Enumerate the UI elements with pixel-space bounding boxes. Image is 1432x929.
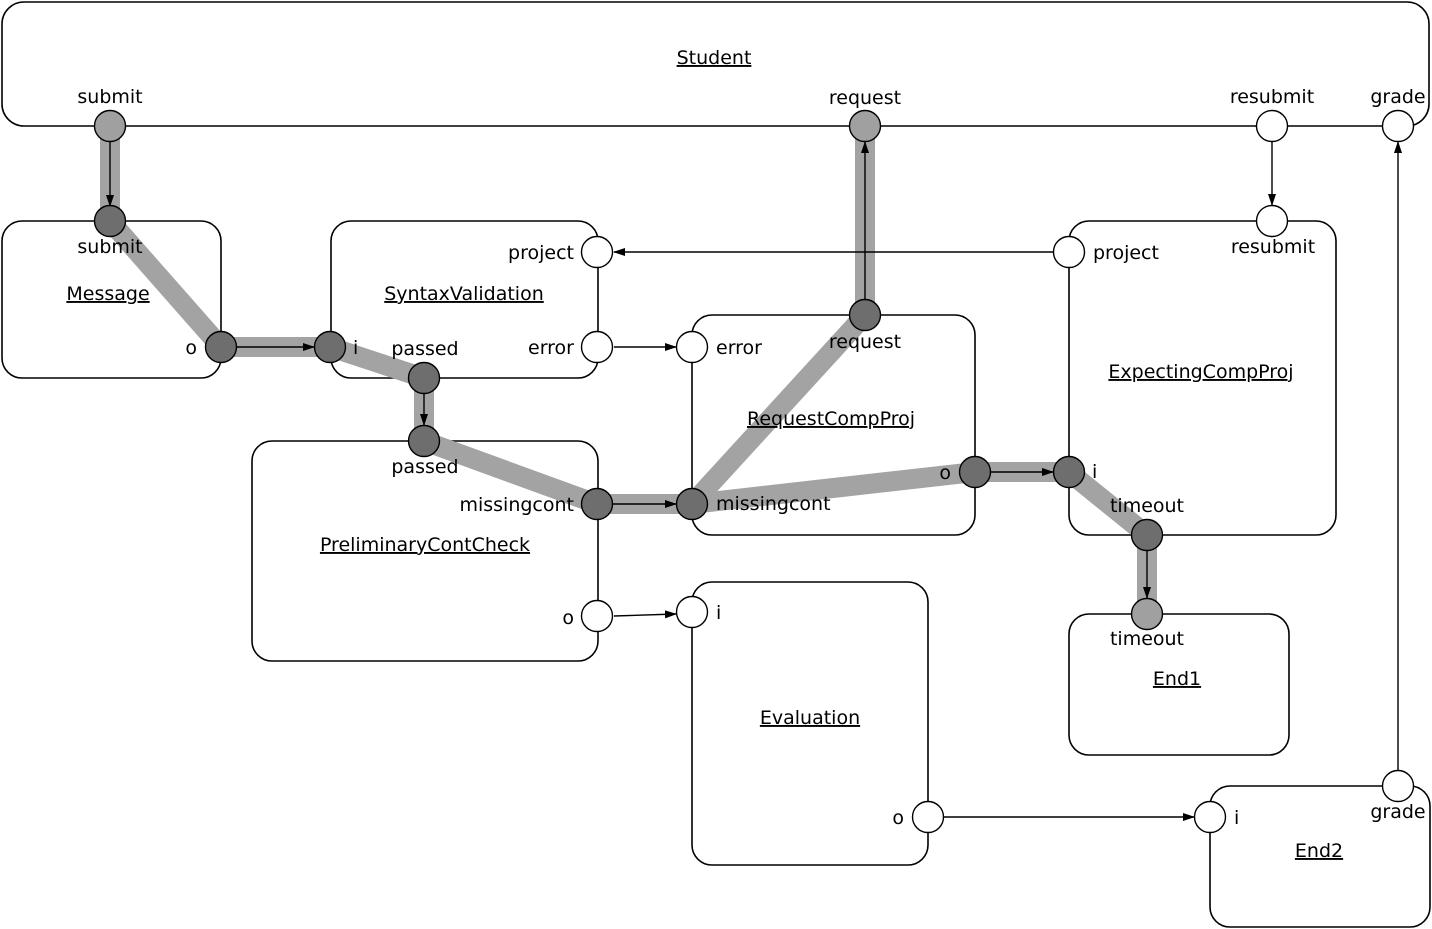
syntax-validation-title: SyntaxValidation [384,283,544,305]
eval-o-port[interactable] [911,800,945,834]
request-missingcont-port[interactable] [675,487,709,521]
syntax-project-port[interactable] [580,235,614,269]
student-request-label: request [829,87,901,109]
prelim-o-label: o [562,607,574,629]
prelim-o-port[interactable] [580,599,614,633]
prelim-passed-port[interactable] [407,424,441,458]
end2-box[interactable] [1209,785,1431,928]
end2-title: End2 [1295,840,1343,862]
end2-grade-port[interactable] [1381,769,1415,803]
syntax-project-label: project [508,242,574,264]
message-o-port[interactable] [204,330,238,364]
message-submit-port[interactable] [93,204,127,238]
request-missingcont-label: missingcont [716,493,831,515]
request-request-port[interactable] [848,298,882,332]
expecting-project-port[interactable] [1052,235,1086,269]
expecting-comp-proj-title: ExpectingCompProj [1108,361,1293,383]
end1-box[interactable] [1068,613,1290,756]
message-o-label: o [185,337,197,359]
syntax-passed-label: passed [391,338,458,360]
student-grade-label: grade [1370,86,1425,108]
end1-title: End1 [1153,668,1201,690]
expecting-timeout-label: timeout [1110,495,1184,517]
student-resubmit-port[interactable] [1255,109,1289,143]
expecting-i-port[interactable] [1052,455,1086,489]
eval-o-label: o [892,807,904,829]
student-resubmit-label: resubmit [1230,86,1314,108]
expecting-resubmit-label: resubmit [1231,236,1315,258]
prelim-missingcont-label: missingcont [459,494,574,516]
syntax-passed-port[interactable] [407,361,441,395]
message-title: Message [66,283,149,305]
eval-i-port[interactable] [675,595,709,629]
syntax-error-label: error [528,337,574,359]
end2-i-label: i [1234,807,1239,829]
student-title: Student [677,47,752,69]
expecting-resubmit-port[interactable] [1255,204,1289,238]
request-o-label: o [939,462,951,484]
syntax-i-label: i [353,337,358,359]
prelim-missingcont-port[interactable] [580,487,614,521]
end1-timeout-label: timeout [1110,628,1184,650]
syntax-i-port[interactable] [313,330,347,364]
request-o-port[interactable] [958,455,992,489]
expecting-project-label: project [1093,242,1159,264]
student-request-port[interactable] [848,109,882,143]
request-error-label: error [716,337,762,359]
syntax-error-port[interactable] [580,330,614,364]
end2-i-port[interactable] [1193,800,1227,834]
evaluation-title: Evaluation [760,707,860,729]
syntax-validation-box[interactable] [330,220,599,379]
edge-prelim-to-evaluation [613,610,677,619]
student-grade-port[interactable] [1381,109,1415,143]
expecting-comp-proj-box[interactable] [1068,220,1337,536]
request-request-label: request [829,331,901,353]
end2-grade-label: grade [1370,801,1425,823]
evaluation-box[interactable] [691,581,929,866]
student-submit-label: submit [77,86,142,108]
preliminary-cont-check-title: PreliminaryContCheck [320,534,530,556]
expecting-i-label: i [1092,461,1097,483]
request-error-port[interactable] [675,330,709,364]
request-comp-proj-title: RequestCompProj [747,408,915,430]
eval-i-label: i [716,602,721,624]
end1-timeout-port[interactable] [1130,597,1164,631]
expecting-timeout-port[interactable] [1130,518,1164,552]
message-submit-label: submit [77,236,142,258]
student-box[interactable] [1,1,1430,127]
student-submit-port[interactable] [93,109,127,143]
prelim-passed-label: passed [391,456,458,478]
